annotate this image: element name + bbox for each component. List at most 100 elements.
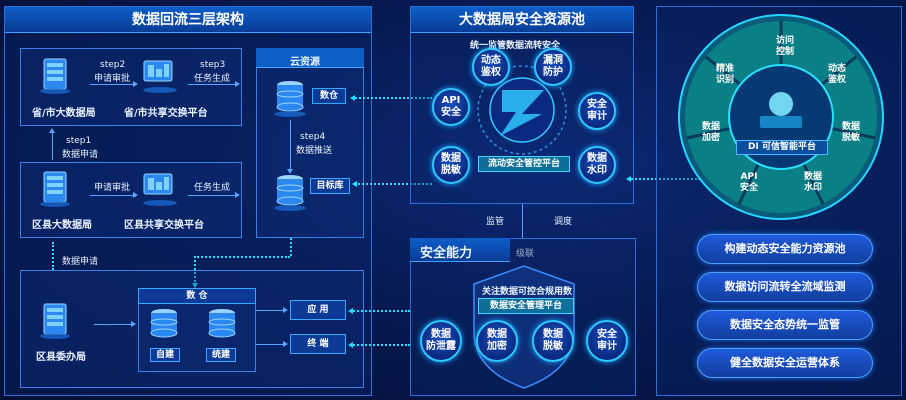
county-platform-label: 区县共享交换平台 xyxy=(124,220,204,231)
flow-control-platform: 流动安全管控平台 xyxy=(478,156,570,172)
wheel-item-api: API 安全 xyxy=(732,172,766,194)
ring-item-api-label: API 安全 xyxy=(441,95,461,118)
cap-item-encrypt-label: 数据 加密 xyxy=(487,329,507,352)
county-task-label: 任务生成 xyxy=(194,183,231,193)
dotted-wheel-to-pool xyxy=(626,176,700,182)
ring-item-api: API 安全 xyxy=(432,88,470,126)
database-icon xyxy=(274,81,306,117)
wheel-item-identify: 精准 识别 xyxy=(708,64,742,86)
link-pool-capability xyxy=(522,204,523,238)
database-icon xyxy=(274,175,306,211)
security-mgmt-platform: 数据安全管理平台 xyxy=(478,298,574,314)
ring-item-mask-label: 数据 脱敏 xyxy=(441,153,461,176)
step4-label: step4 xyxy=(300,132,326,142)
capability-button-operations: 健全数据安全运营体系 xyxy=(697,348,873,378)
arrow-county-task xyxy=(188,192,240,198)
cap-item-mask-label: 数据 脱敏 xyxy=(543,329,563,352)
capability-subtitle: 关注数据可控合规用数 xyxy=(482,287,573,297)
terminal-pill: 终 端 xyxy=(290,334,346,354)
capability-panel xyxy=(410,238,636,396)
ring-item-audit-label: 安全 审计 xyxy=(587,99,607,122)
step1-text: 数据申请 xyxy=(62,150,99,160)
ring-item-auth: 动态 鉴权 xyxy=(472,48,510,86)
cap-item-audit: 安全 审计 xyxy=(586,320,628,362)
shucang-pill: 数仓 xyxy=(312,88,346,104)
dotted-to-warehouse xyxy=(192,256,198,288)
capability-title: 安全能力 xyxy=(420,246,473,261)
wheel-item-mask-label: 数据 脱敏 xyxy=(841,122,860,143)
resource-pool-subtitle: 统一监管数据流转安全 xyxy=(470,41,561,51)
cloud-resource-box xyxy=(256,48,364,238)
supervise-label: 监管 xyxy=(486,217,505,227)
capability-button-posture: 数据安全态势统一监管 xyxy=(697,310,873,340)
ring-item-vuln-label: 漏洞 防护 xyxy=(543,55,563,78)
cap-item-dlp-label: 数据 防泄露 xyxy=(426,329,456,352)
unified-pill: 统建 xyxy=(206,348,236,362)
resource-pool-title: 大数据局安全资源池 xyxy=(411,7,633,33)
bottom-request-label: 数据申请 xyxy=(62,257,99,267)
wheel-item-auth: 动态 鉴权 xyxy=(820,64,854,86)
county-approve-label: 申请审批 xyxy=(94,183,131,193)
server-icon xyxy=(40,171,70,207)
dotted-pool-to-target xyxy=(352,181,432,187)
wheel-item-access-label: 访问 控制 xyxy=(775,36,794,57)
target-db-pill: 目标库 xyxy=(310,178,350,194)
arrow-step3 xyxy=(188,81,240,87)
self-built-pill: 自建 xyxy=(150,348,180,362)
dotted-target-left xyxy=(194,256,290,258)
wheel-item-watermark-label: 数据 水印 xyxy=(803,172,822,193)
monitor-icon xyxy=(143,60,177,93)
step4-text: 数据推送 xyxy=(296,146,333,156)
arrow-county-approve xyxy=(90,192,138,198)
wheel-item-identify-label: 精准 识别 xyxy=(715,64,734,85)
capability-button-monitoring: 数据访问流转全流域监测 xyxy=(697,272,873,302)
arrow-to-app xyxy=(256,307,288,313)
dotted-office-to-county xyxy=(52,242,54,270)
arrow-step1 xyxy=(49,128,55,160)
prov-bureau-label: 省/市大数据局 xyxy=(32,108,96,119)
cap-item-audit-label: 安全 审计 xyxy=(597,329,617,352)
hub-label: DI 可信智能平台 xyxy=(736,140,828,155)
prov-platform-label: 省/市共享交换平台 xyxy=(124,108,208,119)
monitor-icon xyxy=(143,173,177,206)
cap-item-encrypt: 数据 加密 xyxy=(476,320,518,362)
arrow-step4 xyxy=(287,120,293,174)
app-pill: 应 用 xyxy=(290,300,346,320)
capability-button-resource-pool: 构建动态安全能力资源池 xyxy=(697,234,873,264)
cascade-label: 级联 xyxy=(516,249,535,259)
server-icon xyxy=(40,58,70,94)
server-icon xyxy=(40,303,70,339)
ring-item-audit: 安全 审计 xyxy=(578,92,616,130)
step2-text: 申请审批 xyxy=(94,74,131,84)
cap-item-dlp: 数据 防泄露 xyxy=(420,320,462,362)
wheel-item-access: 访问 控制 xyxy=(768,36,802,58)
cloud-resource-header xyxy=(256,48,364,68)
wheel-item-auth-label: 动态 鉴权 xyxy=(827,64,846,85)
wheel-item-api-label: API 安全 xyxy=(739,172,758,193)
step3-label: step3 xyxy=(200,60,226,70)
ring-icon xyxy=(477,65,567,155)
wheel-item-encrypt-label: 数据 加密 xyxy=(701,122,720,143)
warehouse-title: 数 仓 xyxy=(138,288,256,304)
ring-item-auth-label: 动态 鉴权 xyxy=(481,55,501,78)
cloud-resource-title: 云资源 xyxy=(290,57,320,68)
dotted-cap-to-terminal xyxy=(348,342,410,348)
ring-item-watermark: 数据 水印 xyxy=(578,146,616,184)
database-icon xyxy=(208,309,236,338)
database-icon xyxy=(150,309,178,338)
wheel-item-watermark: 数据 水印 xyxy=(796,172,830,194)
cap-item-mask: 数据 脱敏 xyxy=(532,320,574,362)
dotted-pool-to-shucang xyxy=(350,95,432,101)
dispatch-label: 调度 xyxy=(554,217,573,227)
dotted-cap-to-app xyxy=(348,308,410,314)
ring-item-mask: 数据 脱敏 xyxy=(432,146,470,184)
wheel-item-mask: 数据 脱敏 xyxy=(834,122,868,144)
dotted-target-down xyxy=(290,238,292,256)
arrow-to-terminal xyxy=(256,341,288,347)
arrow-step2 xyxy=(90,81,138,87)
step3-text: 任务生成 xyxy=(194,74,231,84)
arrow-office-to-warehouse xyxy=(94,321,136,327)
wheel-item-encrypt: 数据 加密 xyxy=(694,122,728,144)
left-panel-title: 数据回流三层架构 xyxy=(5,7,371,33)
county-bureau-label: 区县大数据局 xyxy=(32,220,92,231)
